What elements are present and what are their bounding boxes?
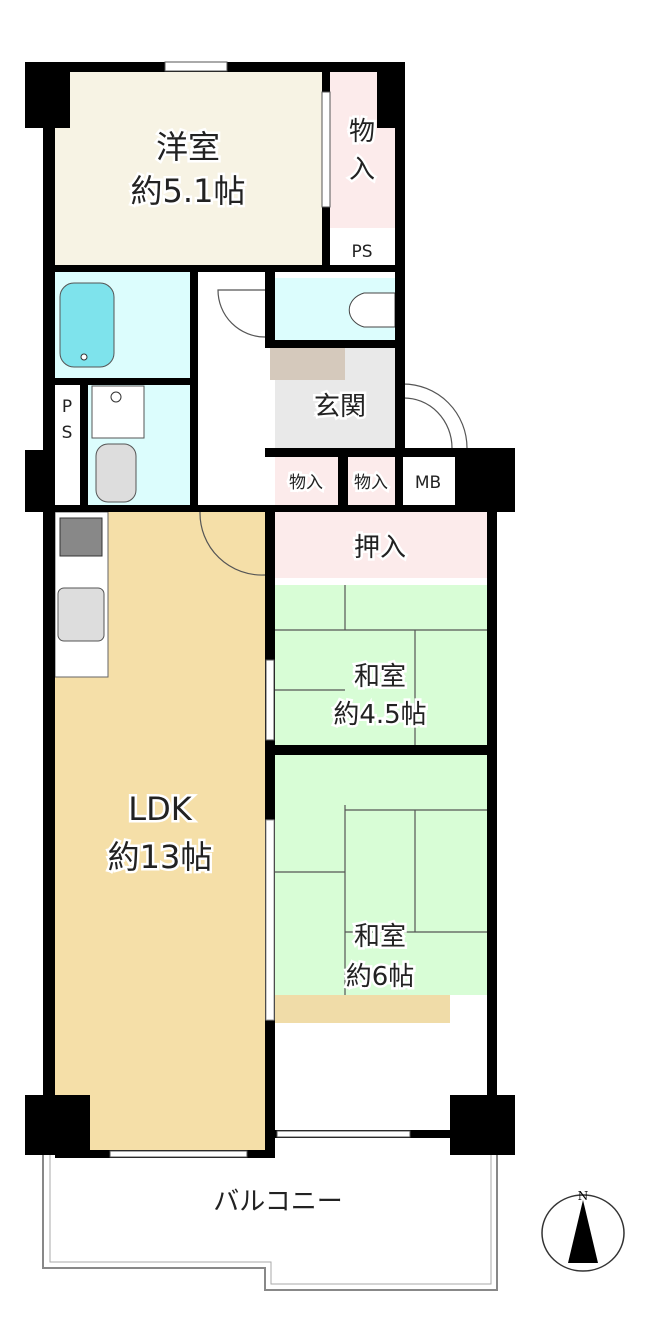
closet (275, 512, 487, 578)
balcony-outline (42, 1150, 498, 1291)
japanese-room-1 (275, 585, 487, 745)
japanese-room-2 (275, 755, 487, 995)
window (164, 61, 228, 72)
sink-basin (95, 443, 137, 503)
compass-label: N (578, 1189, 589, 1203)
mb-label: MB (415, 473, 441, 493)
ps-top (330, 236, 395, 265)
entrance-label: 玄関 (314, 392, 366, 422)
japanese-room-2-name: 和室 (354, 922, 406, 952)
window (276, 1130, 411, 1138)
window (109, 1150, 248, 1158)
ps-left-label-1: P (62, 397, 72, 417)
ps-left-label-2: S (62, 423, 73, 443)
closet-label: 押入 (354, 533, 406, 563)
storage-2-label: 物入 (354, 473, 388, 493)
compass-icon: N (541, 1189, 625, 1272)
toilet-icon (348, 292, 396, 328)
storage-top-label-2: 入 (349, 155, 375, 185)
sliding-door (265, 659, 275, 741)
japanese-room-1-name: 和室 (354, 662, 406, 692)
entrance-step (270, 348, 345, 380)
hallway (198, 272, 265, 510)
door-swing (199, 511, 266, 576)
entrance-door (402, 383, 468, 449)
sink-icon (57, 587, 105, 642)
mb (403, 457, 453, 505)
storage-2 (348, 457, 395, 505)
western-room-size: 約5.1帖 (131, 172, 246, 210)
engawa-strip (275, 995, 450, 1023)
japanese-room-2-size: 約6帖 (346, 962, 415, 992)
ps-left (55, 385, 80, 448)
closet-door (321, 91, 331, 208)
storage-1-label: 物入 (289, 473, 323, 493)
ldk-size: 約13帖 (108, 838, 213, 876)
tatami-lines (275, 585, 487, 995)
ldk-name: LDK (128, 790, 192, 828)
storage-1 (275, 457, 338, 505)
western-room-name: 洋室 (156, 128, 220, 166)
storage-top-label-1: 物 (349, 117, 375, 147)
ps-top-label: PS (351, 242, 372, 262)
stove-icon (59, 517, 103, 557)
bathtub (59, 282, 115, 368)
western-room (55, 72, 322, 265)
balcony-label: バルコニー (213, 1187, 342, 1217)
door-swing (217, 289, 266, 338)
japanese-room-1-size: 約4.5帖 (333, 700, 426, 730)
sliding-door (265, 819, 275, 1021)
